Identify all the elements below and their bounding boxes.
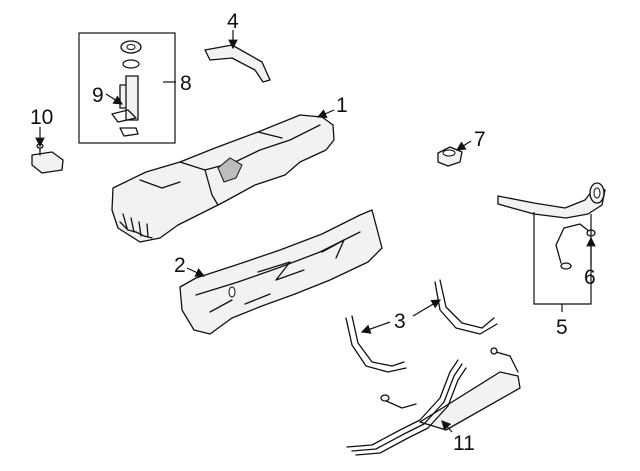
callout-1[interactable]: 1 xyxy=(336,94,348,117)
callout-5[interactable]: 5 xyxy=(556,316,568,339)
callout-8[interactable]: 8 xyxy=(180,72,192,95)
fuel-pump-module-group[interactable] xyxy=(78,32,176,144)
callout-leaders xyxy=(35,30,596,433)
fuel-filter-icon[interactable] xyxy=(31,143,64,174)
callout-3[interactable]: 3 xyxy=(394,310,406,333)
callout-10[interactable]: 10 xyxy=(30,106,53,129)
fuel-tank-icon[interactable] xyxy=(111,114,335,243)
callout-7[interactable]: 7 xyxy=(474,128,486,151)
filler-neck-icon[interactable] xyxy=(497,182,606,219)
callout-11[interactable]: 11 xyxy=(453,432,475,455)
vent-hose-icon[interactable] xyxy=(555,223,596,270)
pump-module-frame xyxy=(78,32,176,144)
callout-4[interactable]: 4 xyxy=(227,10,239,33)
callout-2[interactable]: 2 xyxy=(174,254,186,277)
tank-shield-bracket-icon[interactable] xyxy=(204,44,271,83)
fuel-lines-icon[interactable] xyxy=(346,347,521,456)
pump-body-icon xyxy=(119,75,139,121)
vent-valve-icon[interactable] xyxy=(437,146,463,167)
seal-icon xyxy=(122,59,140,69)
tank-strap-icon[interactable] xyxy=(345,279,498,373)
callout-numbers: 1 2 3 4 5 6 7 8 9 10 11 xyxy=(30,10,596,455)
tank-shield-icon[interactable] xyxy=(179,209,383,335)
callout-6[interactable]: 6 xyxy=(584,266,596,289)
callout-9[interactable]: 9 xyxy=(92,84,104,107)
